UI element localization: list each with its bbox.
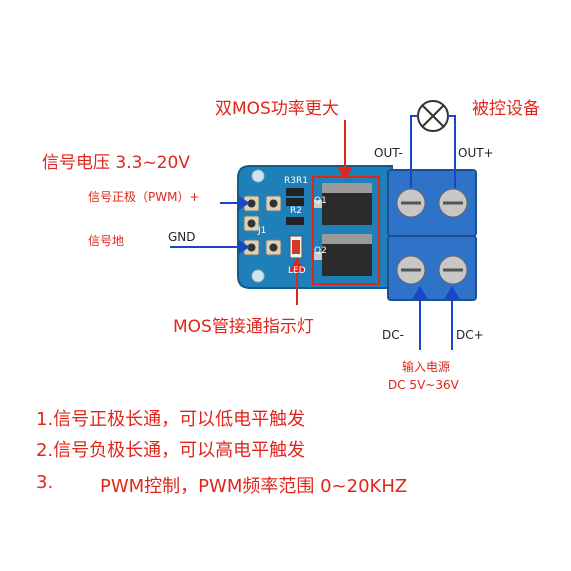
signal-positive-label: 信号正极（PWM）+ [88, 190, 200, 204]
signal-ground-label: 信号地 [88, 234, 125, 248]
gnd-label: GND [168, 230, 196, 244]
signal-voltage-label: 信号电压 3.3~20V [42, 153, 190, 173]
silk-q1: Q1 [314, 196, 327, 206]
led-indicator [289, 235, 303, 259]
note-3-text: PWM控制，PWM频率范围 0~20KHZ [100, 476, 408, 497]
out-plus-label: OUT+ [458, 146, 494, 160]
j1-header [243, 195, 282, 256]
mos-indicator-label: MOS管接通指示灯 [173, 317, 314, 337]
silk-r1: R1 [296, 176, 308, 186]
led-arrow [289, 258, 305, 305]
resistors [286, 188, 304, 225]
dc-minus-label: DC- [382, 328, 404, 342]
input-range-label: DC 5V~36V [388, 378, 459, 392]
signal-wires [170, 196, 250, 254]
dc-input-arrows [412, 286, 460, 350]
silk-led: LED [288, 266, 306, 276]
out-minus-label: OUT- [374, 146, 403, 160]
note-2: 2.信号负极长通，可以高电平触发 [36, 440, 306, 461]
output-wires [410, 115, 456, 188]
dual-mos-arrow [337, 120, 353, 180]
silk-q2: Q2 [314, 246, 327, 256]
input-power-label: 输入电源 [402, 360, 451, 374]
terminal-bottom [387, 235, 477, 301]
note-3-number: 3. [36, 472, 54, 493]
note-1: 1.信号正极长通，可以低电平触发 [36, 409, 306, 430]
controlled-device-label: 被控设备 [472, 99, 540, 119]
silk-r3: R3 [284, 176, 296, 186]
dc-plus-label: DC+ [456, 328, 484, 342]
silk-r2: R2 [290, 206, 302, 216]
silk-j1: J1 [258, 226, 267, 236]
mosfet-area [312, 176, 380, 285]
terminal-top [387, 169, 477, 237]
lamp-icon [417, 100, 449, 132]
dual-mos-label: 双MOS功率更大 [215, 99, 339, 119]
